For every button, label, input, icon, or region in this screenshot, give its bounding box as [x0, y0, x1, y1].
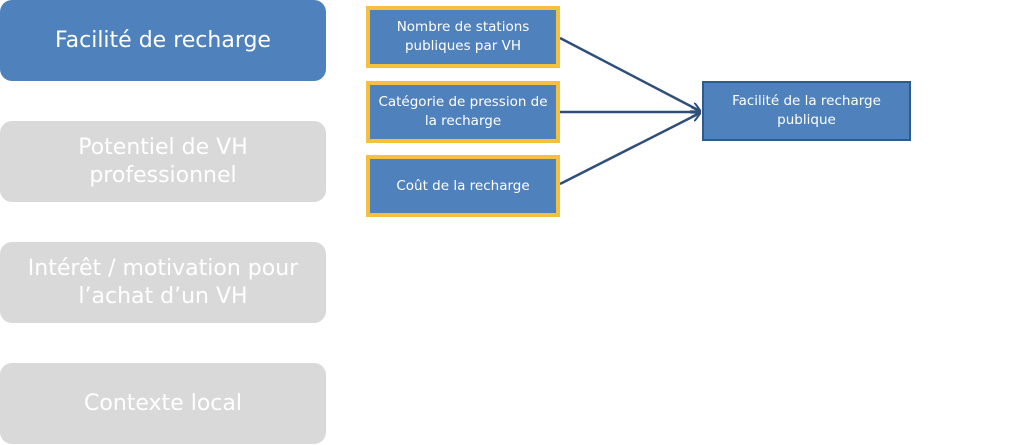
factor-box-stations-publiques: Nombre de stations publiques par VH [366, 6, 560, 68]
sidebar-item-facilite-de-recharge[interactable]: Facilité de recharge [0, 0, 326, 81]
factor-box-cout-recharge: Coût de la recharge [366, 155, 560, 217]
sidebar-item-label: Contexte local [84, 390, 242, 416]
factor-label: Nombre de stations publiques par VH [396, 19, 530, 54]
outcome-box: Facilité de la recharge publique [702, 81, 911, 141]
factor-label: Coût de la recharge [396, 177, 530, 194]
sidebar-item-label: Potentiel de VH professionnel [78, 134, 248, 188]
factor-box-pression-recharge: Catégorie de pression de la recharge [366, 81, 560, 143]
arrow-factor-3-to-outcome [559, 113, 700, 186]
sidebar-item-label: Intérêt / motivation pour l’achat d’un V… [27, 255, 299, 309]
sidebar-item-interet-motivation[interactable]: Intérêt / motivation pour l’achat d’un V… [0, 242, 326, 323]
factor-label: Catégorie de pression de la recharge [378, 94, 548, 129]
sidebar-item-label: Facilité de recharge [55, 27, 271, 53]
arrow-factor-1-to-outcome [559, 36, 700, 111]
sidebar-item-contexte-local[interactable]: Contexte local [0, 363, 326, 444]
outcome-label: Facilité de la recharge publique [732, 93, 881, 128]
sidebar-item-potentiel-vh-professionnel[interactable]: Potentiel de VH professionnel [0, 121, 326, 202]
